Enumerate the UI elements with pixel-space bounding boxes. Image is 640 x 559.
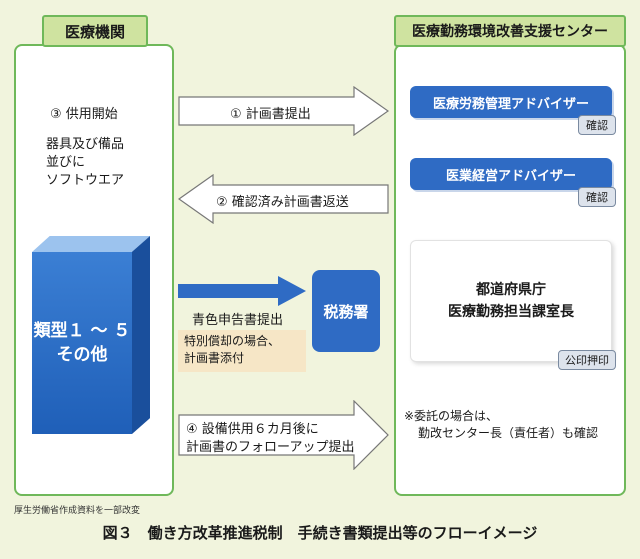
arrow-followup-submit	[178, 400, 390, 470]
equipment-text: 器具及び備品 並びに ソフトウエア	[46, 136, 124, 190]
block-top-face	[32, 236, 150, 252]
equipment-line-2: 並びに	[46, 155, 86, 170]
blue-return-label: 青色申告書提出	[192, 313, 284, 328]
followup-line-1: ④ 設備供用６カ月後に	[186, 422, 319, 437]
confirm-badge-2: 確認	[578, 187, 616, 207]
source-note: 厚生労働省作成資料を一部改変	[14, 506, 141, 516]
delegation-note-line-2: 勤改センター長（責任者）も確認	[418, 426, 599, 440]
block-line-1: 類型１ ～ ５	[33, 321, 131, 341]
block-side-face	[132, 236, 150, 434]
equipment-line-1: 器具及び備品	[46, 137, 125, 152]
arrow-plan-return	[178, 174, 390, 224]
special-note-line-1: 特別償却の場合、	[184, 334, 281, 348]
followup-line-2: 計画書のフォローアップ提出	[186, 440, 355, 455]
arrow-plan-submit	[178, 86, 390, 136]
confirm-badge-1: 確認	[578, 115, 616, 135]
management-advisor-box: 医業経営アドバイザー	[410, 158, 612, 190]
followup-label: ④ 設備供用６カ月後に 計画書のフォローアップ提出	[186, 421, 354, 457]
delegation-note-line-1: ※委託の場合は、	[404, 409, 499, 423]
labor-advisor-box: 医療労務管理アドバイザー	[410, 86, 612, 118]
official-seal-badge: 公印押印	[558, 350, 616, 370]
tax-office-box: 税務署	[312, 270, 380, 352]
special-note-line-2: 計画書添付	[184, 351, 245, 365]
block-line-2: その他	[56, 345, 108, 365]
prefecture-line-2: 医療勤務担当課室長	[448, 304, 574, 320]
asset-type-block: 類型１ ～ ５ その他	[32, 252, 132, 434]
support-center-title: 医療勤務環境改善支援センター	[394, 15, 626, 47]
medical-institution-title: 医療機関	[42, 15, 148, 47]
step3-label: ③ 供用開始	[50, 107, 118, 122]
prefecture-office-box: 都道府県庁 医療勤務担当課室長	[410, 240, 612, 362]
figure-caption: 図３ 働き方改革推進税制 手続き書類提出等のフローイメージ	[102, 524, 538, 542]
delegation-note: ※委託の場合は、 勤改センター長（責任者）も確認	[404, 408, 598, 442]
arrow-blue-return	[178, 276, 308, 306]
arrow-plan-submit-label: ① 計画書提出	[230, 107, 311, 122]
equipment-line-3: ソフトウエア	[46, 173, 125, 188]
special-depreciation-note: 特別償却の場合、 計画書添付	[178, 330, 306, 372]
prefecture-line-1: 都道府県庁	[476, 282, 546, 298]
arrow-plan-return-label: ② 確認済み計画書返送	[216, 195, 349, 210]
